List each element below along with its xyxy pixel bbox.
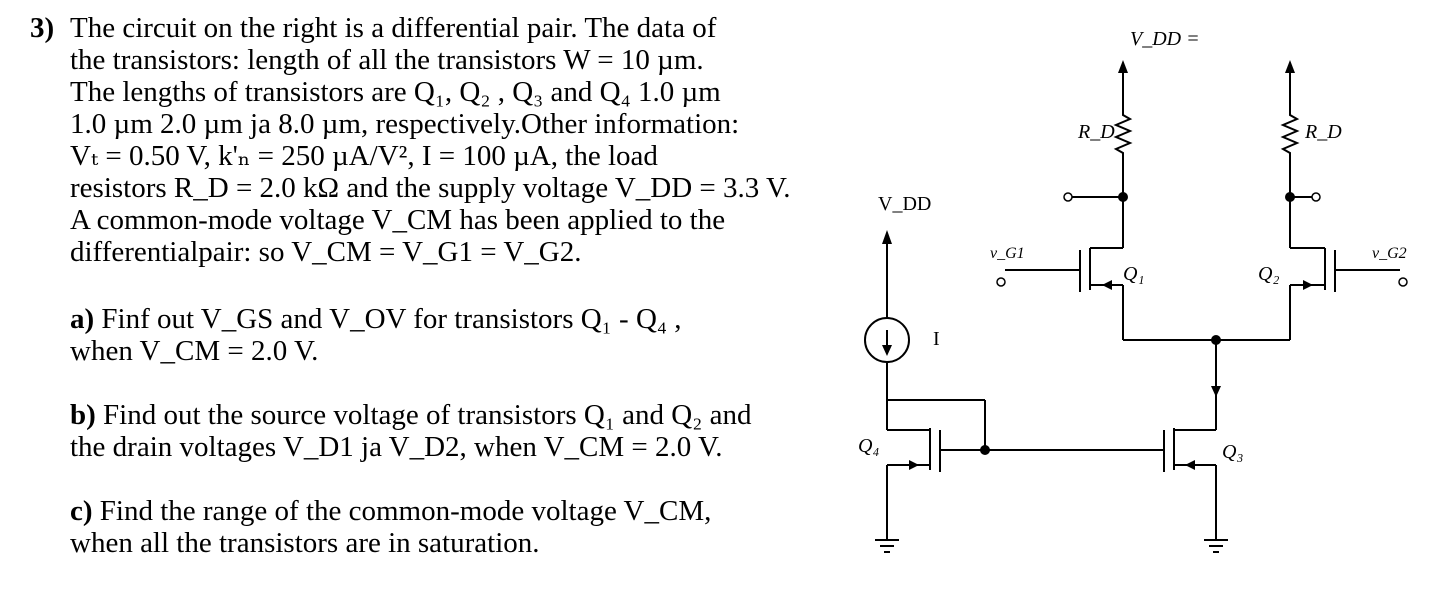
node-source (1211, 335, 1221, 345)
part-a: a) Finf out V_GS and V_OV for transistor… (70, 303, 682, 367)
q4-source-arrow (909, 460, 919, 470)
part-b-line: Find out the source voltage of transisto… (103, 399, 752, 431)
intro-line: resistors R_D = 2.0 kΩ and the supply vo… (70, 172, 791, 204)
rd-left-resistor (1113, 110, 1133, 160)
label-q4: Q₄ (858, 435, 879, 457)
label-vg1: v_G1 (990, 245, 1025, 262)
intro-line: differentialpair: so V_CM = V_G1 = V_G2. (70, 236, 582, 268)
terminal-vg1 (996, 277, 1006, 287)
intro-line: The circuit on the right is a differenti… (70, 12, 717, 44)
node-d2 (1285, 192, 1295, 202)
label-vg2: v_G2 (1372, 245, 1407, 262)
node-bias (980, 445, 990, 455)
label-current: I (933, 328, 940, 350)
label-q2: Q₂ (1258, 263, 1279, 285)
label-vdd-left: V_DD (878, 193, 931, 215)
label-vdd-top: V_DD = (1130, 28, 1200, 50)
label-rd-right: R_D (1304, 121, 1342, 143)
terminal-vg2 (1398, 277, 1408, 287)
terminal-out2 (1311, 192, 1321, 202)
vdd-left-arrow (882, 230, 892, 244)
part-a-label: a) (70, 303, 95, 335)
circuit-diagram: V_DD = V_DD R_D R_D v_G1 v_G2 Q₁ Q₂ Q₃ Q… (858, 28, 1408, 553)
part-b: b) Find out the source voltage of transi… (70, 399, 751, 463)
part-c: c) Find the range of the common-mode vol… (70, 495, 711, 559)
tail-current-arrowhead (1211, 386, 1221, 397)
intro-line: The lengths of transistors are Q₁, Q₂ , … (70, 76, 721, 108)
intro-line: the transistors: length of all the trans… (70, 44, 704, 76)
node-d1 (1118, 192, 1128, 202)
q2-source-arrow (1303, 280, 1313, 290)
current-source-arrowhead (882, 345, 892, 356)
part-c-line: Find the range of the common-mode voltag… (99, 495, 712, 527)
q1-source-arrow (1102, 280, 1112, 290)
part-a-line: Finf out V_GS and V_OV for transistors Q… (101, 303, 682, 335)
intro-line: A common-mode voltage V_CM has been appl… (70, 204, 726, 236)
part-b-label: b) (70, 399, 96, 431)
part-c-line: when all the transistors are in saturati… (70, 527, 540, 559)
terminal-out1 (1063, 192, 1073, 202)
label-rd-left: R_D (1077, 121, 1115, 143)
label-q3: Q₃ (1222, 441, 1243, 463)
vdd-arrow-right (1285, 60, 1295, 73)
part-c-label: c) (70, 495, 93, 527)
problem-number: 3) (30, 12, 55, 44)
q3-source-arrow (1185, 460, 1195, 470)
intro-paragraph: The circuit on the right is a differenti… (70, 12, 790, 268)
rd-right-resistor (1280, 110, 1300, 160)
label-q1: Q₁ (1123, 263, 1144, 285)
part-b-line: the drain voltages V_D1 ja V_D2, when V_… (70, 431, 723, 463)
part-a-line: when V_CM = 2.0 V. (70, 335, 319, 367)
vdd-arrow-left (1118, 60, 1128, 73)
intro-line: Vₜ = 0.50 V, k'ₙ = 250 µA/V², I = 100 µA… (70, 140, 658, 172)
intro-line: 1.0 µm 2.0 µm ja 8.0 µm, respectively.Ot… (70, 108, 740, 140)
